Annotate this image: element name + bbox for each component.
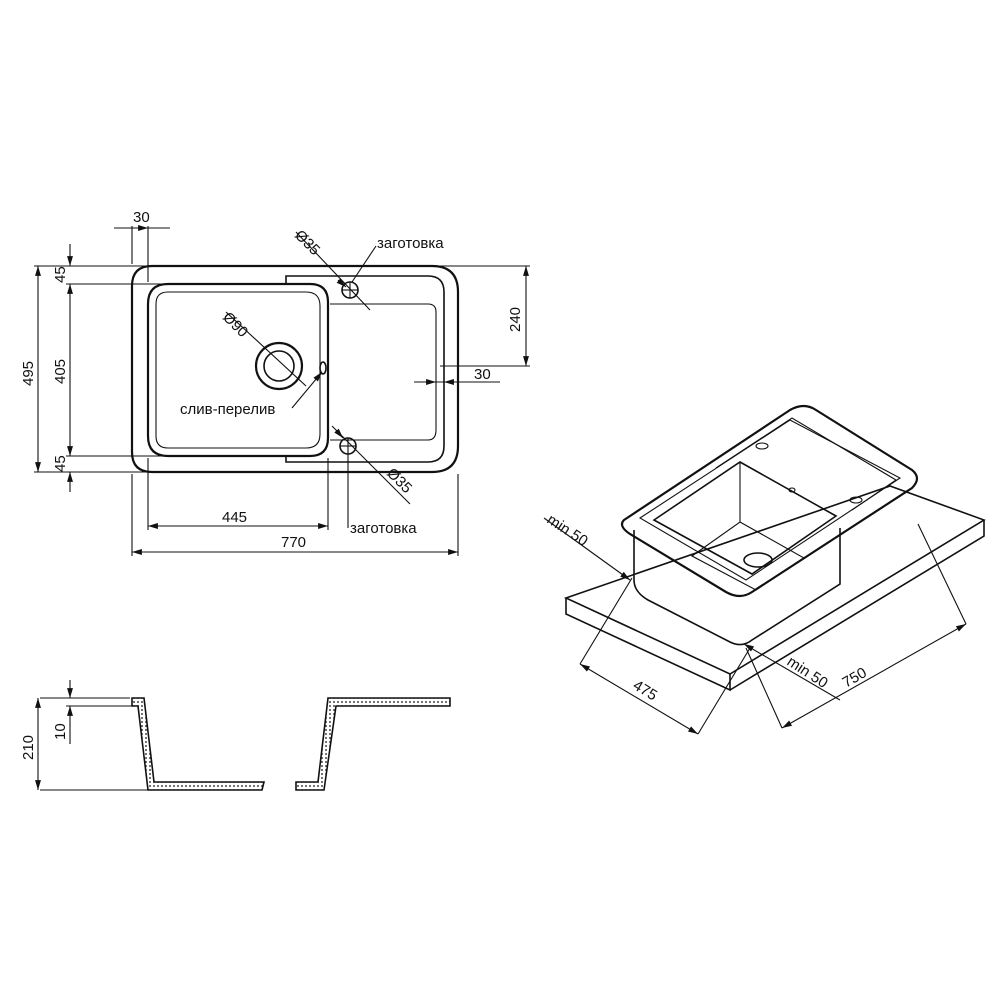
iso-dim-475: 475 xyxy=(630,677,660,704)
drainer-inner-line xyxy=(330,303,437,441)
countertop-side xyxy=(729,520,985,691)
label-blank-top: заготовка xyxy=(377,235,444,252)
dim-445: 445 xyxy=(222,509,247,526)
dim-45-top: 45 xyxy=(52,266,69,283)
isometric-view: 475 750 min 50 min 50 xyxy=(543,404,986,735)
iso-drain xyxy=(743,552,773,568)
label-d35-top: Ø35 xyxy=(291,227,323,259)
dim-45-bottom: 45 xyxy=(52,455,69,472)
section-left-wall xyxy=(131,697,266,791)
iso-bowl-front xyxy=(633,528,841,646)
iso-overflow xyxy=(788,487,796,493)
dim-495: 495 xyxy=(20,361,37,386)
label-blank-bottom: заготовка xyxy=(350,520,417,537)
iso-bowl-inner xyxy=(652,461,838,575)
countertop-top xyxy=(563,485,986,675)
bowl-outline xyxy=(146,282,330,458)
iso-sink-rim xyxy=(620,404,919,598)
sink-outer-contour xyxy=(130,264,460,474)
dim-10: 10 xyxy=(52,723,69,740)
label-d35-bottom: Ø35 xyxy=(383,465,415,497)
dim-240: 240 xyxy=(507,307,524,332)
label-overflow: слив-перелив xyxy=(180,401,275,418)
plan-view: 770 445 30 495 405 45 45 240 30 Ø35 заго… xyxy=(20,209,530,556)
iso-tap-hole-1 xyxy=(755,442,769,450)
iso-tap-hole-2 xyxy=(849,496,863,504)
drain-inner xyxy=(263,350,295,382)
iso-min-50-right: min 50 xyxy=(784,653,831,692)
dim-770: 770 xyxy=(281,534,306,551)
iso-dim-750: 750 xyxy=(840,664,870,691)
dim-30-top: 30 xyxy=(133,209,150,226)
iso-min-50-left: min 50 xyxy=(544,511,591,550)
dim-210: 210 xyxy=(20,735,37,760)
overflow-hole xyxy=(319,361,327,375)
dim-405: 405 xyxy=(52,359,69,384)
label-d90: Ø90 xyxy=(219,309,251,341)
iso-bowl-floor xyxy=(690,521,806,591)
drainer-outline xyxy=(285,275,445,463)
drain-outer xyxy=(254,341,304,391)
section-right-wall xyxy=(295,697,451,791)
iso-drainer xyxy=(715,417,898,511)
section-view: 210 10 xyxy=(20,680,451,791)
countertop-front xyxy=(565,598,731,692)
dim-30-right: 30 xyxy=(474,366,491,383)
bowl-inner-outline xyxy=(155,291,321,449)
